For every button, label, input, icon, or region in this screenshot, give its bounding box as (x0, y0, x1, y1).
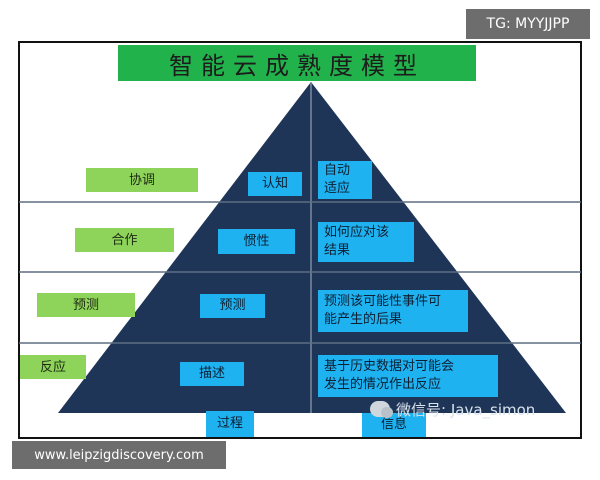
outcome-box-reaction: 基于历史数据对可能会 发生的情况作出反应 (318, 355, 498, 397)
capability-box-description: 描述 (180, 362, 244, 386)
stage-label-coordination: 协调 (86, 168, 198, 192)
wechat-watermark-text: 微信号: Java_simon (396, 400, 536, 419)
outcome-box-consequence: 预测该可能性事件可 能产生的后果 (318, 290, 468, 332)
capability-box-inertia: 惯性 (218, 229, 295, 254)
capability-box-cognition: 认知 (248, 172, 302, 196)
outcome-box-response: 如何应对该 结果 (318, 222, 414, 262)
information-label: 信息 (362, 413, 426, 437)
wechat-icon (370, 401, 393, 418)
watermark-tag: TG: MYYJJPP (466, 9, 590, 39)
process-label: 过程 (206, 411, 254, 437)
wechat-watermark: 微信号: Java_simon (370, 397, 535, 421)
diagram-title: 智能云成熟度模型 (118, 45, 476, 81)
stage-label-reaction: 反应 (20, 355, 86, 379)
stage-label-cooperation: 合作 (75, 228, 174, 252)
outcome-box-auto-adapt: 自动 适应 (318, 161, 372, 199)
stage-label-prediction: 预测 (37, 293, 135, 317)
source-url-tag: www.leipzigdiscovery.com (12, 441, 226, 469)
capability-box-prediction: 预测 (200, 294, 265, 318)
